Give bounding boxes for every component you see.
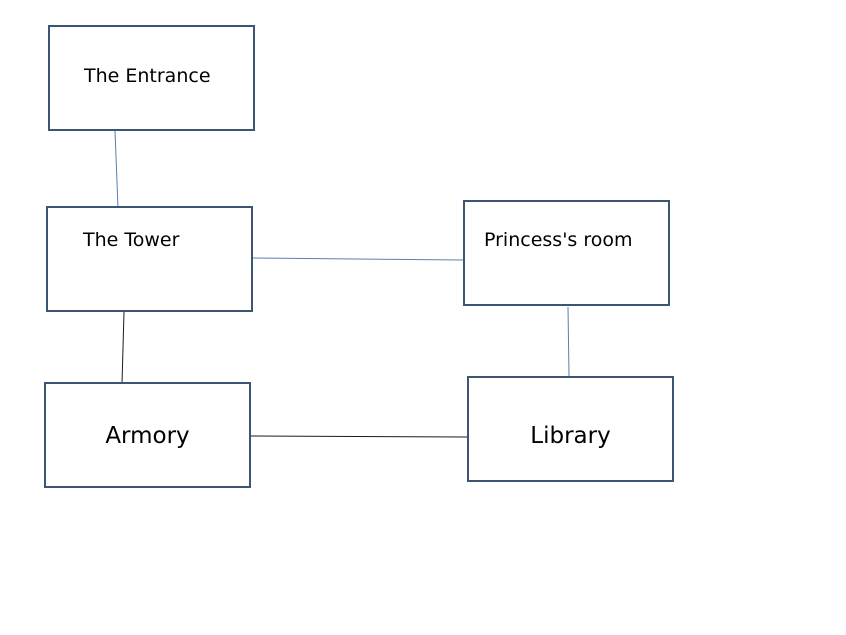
- node-label: Armory: [105, 423, 190, 449]
- edge-tower-princess: [252, 257, 464, 261]
- node-label: The Tower: [83, 229, 180, 251]
- node-armory: Armory: [44, 382, 251, 488]
- node-the-tower: The Tower: [46, 206, 253, 312]
- node-label: The Entrance: [84, 65, 211, 87]
- edge-tower-armory: [121, 311, 125, 385]
- edge-armory-library: [250, 435, 468, 438]
- node-library: Library: [467, 376, 674, 482]
- node-princess-room: Princess's room: [463, 200, 670, 306]
- node-the-entrance: The Entrance: [48, 25, 255, 131]
- node-label: Library: [530, 423, 611, 449]
- node-label: Princess's room: [484, 229, 633, 251]
- edge-entrance-tower: [114, 130, 119, 209]
- edge-princess-library: [567, 306, 570, 377]
